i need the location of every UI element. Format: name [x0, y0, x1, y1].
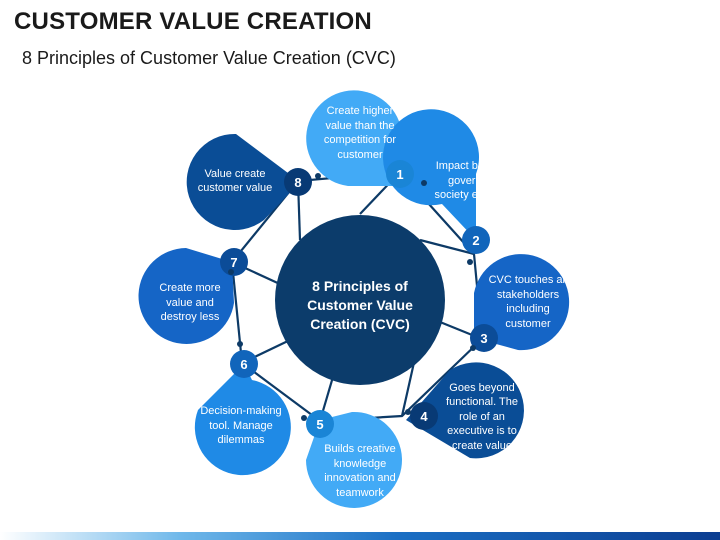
principle-8-number: 8 [294, 174, 302, 190]
slide-subtitle: 8 Principles of Customer Value Creation … [22, 48, 396, 68]
spoke-4 [400, 357, 417, 417]
connector-dot [237, 341, 243, 347]
petal-2 [383, 109, 480, 240]
principle-2-text: Impact business, government society educ… [434, 160, 520, 202]
petals [138, 90, 570, 508]
number-circle-8 [284, 168, 312, 196]
petal-3 [474, 254, 570, 351]
principle-4-number: 4 [420, 408, 428, 424]
petal-6 [194, 364, 291, 476]
principle-6-text: Decision-making tool. Manage dilemmas [200, 405, 282, 447]
principle-3-number: 3 [480, 330, 488, 346]
center-label: 8 Principles of Customer Value Creation … [307, 277, 413, 332]
number-circle-4 [410, 402, 438, 430]
connector-dot [301, 415, 307, 421]
center-circle [275, 215, 445, 385]
principle-1-number: 1 [396, 166, 404, 182]
principle-7-number: 7 [230, 254, 238, 270]
connector-dot [467, 259, 473, 265]
principle-5-number: 5 [316, 416, 324, 432]
principle-3-text: CVC touches all stakeholders including c… [488, 274, 568, 330]
petal-7 [138, 248, 234, 344]
principle-4-text: Goes beyond functional. The role of an e… [446, 381, 518, 452]
petal-4 [406, 362, 524, 459]
petal-1 [306, 90, 402, 186]
petal-5 [306, 411, 402, 508]
number-circle-5 [306, 410, 334, 438]
number-circle-6 [230, 350, 258, 378]
number-circle-3 [470, 324, 498, 352]
bottom-gradient-bar [0, 532, 720, 540]
spoke-2 [419, 238, 475, 256]
principle-8-text: Value create customer value [197, 167, 273, 195]
connector-dot [470, 345, 476, 351]
principle-6-number: 6 [240, 356, 248, 372]
number-circle-2 [462, 226, 490, 254]
slide-title: CUSTOMER VALUE CREATION [14, 8, 372, 35]
connector-dot [421, 180, 427, 186]
connector-dot [228, 269, 234, 275]
connector-dots [228, 173, 476, 421]
principle-2-number: 2 [472, 232, 480, 248]
number-circle-1 [386, 160, 414, 188]
connector-dot [315, 173, 321, 179]
connector-dot [405, 409, 411, 415]
principle-1-text: Create higher value than the competition… [323, 105, 397, 161]
principle-7-text: Create more value and destroy less [159, 282, 221, 324]
petal-8 [186, 133, 300, 230]
number-circles [220, 160, 498, 438]
principle-5-text: Builds creative knowledge innovation and… [324, 443, 396, 499]
number-circle-7 [220, 248, 248, 276]
